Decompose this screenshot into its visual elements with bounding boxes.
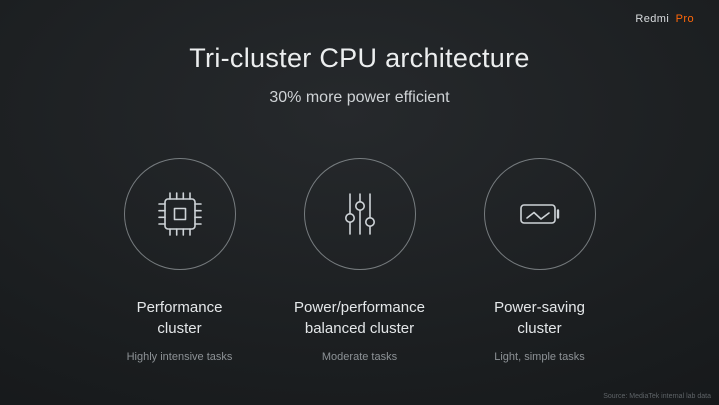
cluster-label: Performance cluster [137, 297, 223, 339]
cluster-label-line1: Power/performance [294, 299, 425, 316]
brand-logo: Redmi Pro [635, 13, 694, 25]
brand-suffix: Pro [675, 13, 694, 25]
page-title: Tri-cluster CPU architecture [189, 43, 530, 73]
page-subtitle: 30% more power efficient [269, 89, 450, 106]
brand-name: Redmi [635, 13, 670, 25]
cluster-circle [303, 158, 416, 270]
battery-icon [508, 182, 572, 246]
cluster-description: Light, simple tasks [494, 351, 585, 363]
cluster-label-line2: cluster [157, 320, 202, 337]
cluster-label-line2: balanced cluster [304, 320, 415, 337]
source-footnote: Source: MediaTek internal lab data [603, 393, 711, 400]
cpu-chip-icon [148, 182, 212, 246]
cluster-power-saving: Power-saving cluster Light, simple tasks [450, 158, 630, 363]
cluster-label-line2: cluster [517, 320, 562, 337]
cluster-description: Moderate tasks [321, 351, 398, 363]
cluster-label: Power-saving cluster [494, 297, 585, 339]
cluster-circle [483, 158, 596, 270]
cluster-description: Highly intensive tasks [126, 351, 233, 363]
cluster-label-line1: Power-saving [494, 299, 585, 316]
equalizer-sliders-icon [328, 182, 392, 246]
cluster-row: Performance cluster Highly intensive tas… [0, 158, 719, 363]
cluster-balanced: Power/performance balanced cluster Moder… [270, 158, 450, 363]
cluster-performance: Performance cluster Highly intensive tas… [90, 158, 270, 363]
cluster-circle [123, 158, 236, 270]
cluster-label-line1: Performance [136, 299, 223, 316]
cluster-label: Power/performance balanced cluster [294, 297, 425, 339]
